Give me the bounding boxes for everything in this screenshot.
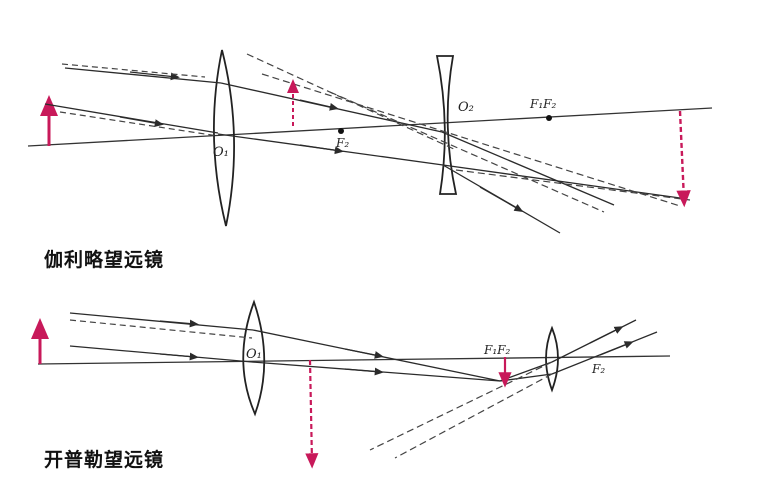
kepler-caption: 开普勒望远镜	[44, 449, 165, 471]
galileo-caption: 伽利略望远镜	[44, 249, 165, 271]
galileo-objective-lens	[213, 49, 235, 227]
kepler-ray	[599, 341, 634, 356]
galileo-dashed-ray	[59, 111, 219, 137]
galileo-ray	[442, 164, 681, 199]
galileo-label-o1: O₁	[213, 145, 229, 160]
galileo-eyepiece-lens	[435, 55, 458, 195]
kepler-dashed-ray	[394, 373, 553, 459]
galileo-optical-axis	[27, 107, 713, 147]
kepler-ray	[159, 352, 199, 361]
kepler-eyepiece-lens	[545, 325, 559, 393]
kepler-optical-axis	[37, 355, 671, 365]
galileo-label-f1f2: F₁F₂	[529, 97, 556, 111]
galileo-ray	[64, 67, 222, 84]
kepler-ray	[344, 367, 384, 376]
galileo-label-o2: O₂	[458, 100, 474, 115]
kepler-diagram: O₁ F₁F₂ F₂	[31, 299, 671, 469]
kepler-label-f1f2: F₁F₂	[483, 343, 510, 357]
kepler-final-image-arrow	[305, 359, 319, 469]
galileo-label-f2: F₂	[335, 136, 349, 150]
galileo-ray	[441, 131, 615, 206]
galileo-diagram: O₁ O₂ F₁F₂ F₂	[27, 49, 713, 234]
galileo-ray	[299, 99, 339, 111]
kepler-dashed-ray	[369, 361, 553, 451]
galileo-dashed-ray	[61, 63, 206, 78]
kepler-ray	[159, 319, 199, 328]
galileo-final-image-arrow	[676, 110, 691, 208]
kepler-label-o1: O₁	[246, 347, 262, 362]
galileo-focus-f2-point	[338, 128, 344, 134]
kepler-label-f2: F₂	[591, 362, 605, 376]
kepler-ray	[344, 348, 384, 359]
galileo-ray	[299, 144, 344, 155]
galileo-focus-f1f2-point	[546, 115, 552, 121]
kepler-dashed-ray	[69, 319, 253, 339]
galileo-ray	[119, 116, 164, 127]
galileo-dashed-ray	[261, 73, 681, 207]
galileo-ray	[129, 71, 180, 81]
galileo-dashed-ray	[329, 91, 605, 213]
galileo-ray	[479, 186, 524, 212]
galileo-dashed-ray	[455, 169, 691, 201]
kepler-ray	[589, 326, 624, 344]
